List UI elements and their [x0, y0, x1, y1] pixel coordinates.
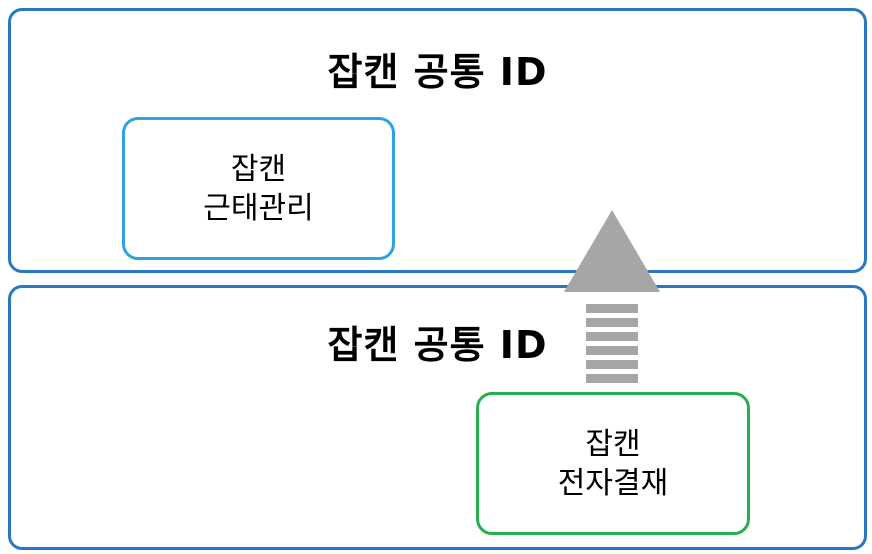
- attendance-app-name: 근태관리: [203, 190, 314, 226]
- common-id-panel-top: 잡캔 공통 ID 잡캔 근태관리: [8, 8, 867, 273]
- arrow-stripe-1: [586, 304, 638, 313]
- panel-title-top: 잡캔 공통 ID: [327, 50, 548, 94]
- payment-app-box: 잡캔 전자결재: [476, 392, 750, 535]
- arrow-stripe-6: [586, 374, 638, 383]
- payment-app-brand: 잡캔: [585, 426, 641, 462]
- payment-app-name: 전자결재: [557, 465, 669, 501]
- arrow-stripe-2: [586, 318, 638, 327]
- arrow-stripe-5: [586, 360, 638, 369]
- arrow-head: [564, 210, 660, 292]
- attendance-app-brand: 잡캔: [230, 151, 287, 187]
- attendance-app-box: 잡캔 근태관리: [122, 117, 395, 260]
- arrow-stripe-4: [586, 346, 638, 355]
- common-id-panel-bottom: 잡캔 공통 ID 잡캔 전자결재: [8, 285, 867, 550]
- up-arrow-icon: [564, 210, 660, 383]
- panel-title-bottom: 잡캔 공통 ID: [327, 323, 548, 367]
- arrow-stripe-3: [586, 332, 638, 341]
